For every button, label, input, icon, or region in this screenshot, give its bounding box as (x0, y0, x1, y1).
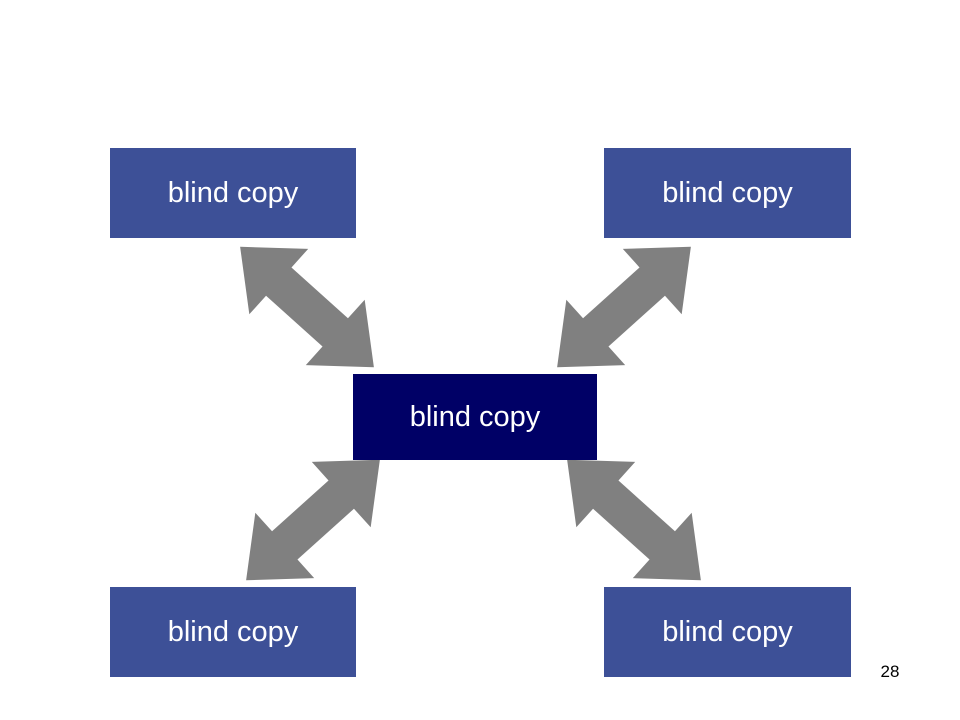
page-number: 28 (880, 662, 900, 681)
node-label: blind copy (167, 176, 299, 209)
arrow-top-right (527, 214, 721, 400)
node-center: blind copy (353, 374, 597, 460)
node-top-right: blind copy (604, 148, 851, 238)
node-label: blind copy (662, 615, 793, 648)
node-bottom-left: blind copy (110, 587, 356, 677)
node-top-left: blind copy (110, 148, 356, 238)
node-label: blind copy (662, 176, 793, 209)
node-bottom-right: blind copy (604, 587, 851, 677)
node-label: blind copy (409, 400, 541, 433)
node-label: blind copy (167, 615, 299, 648)
arrow-top-left (210, 214, 404, 400)
